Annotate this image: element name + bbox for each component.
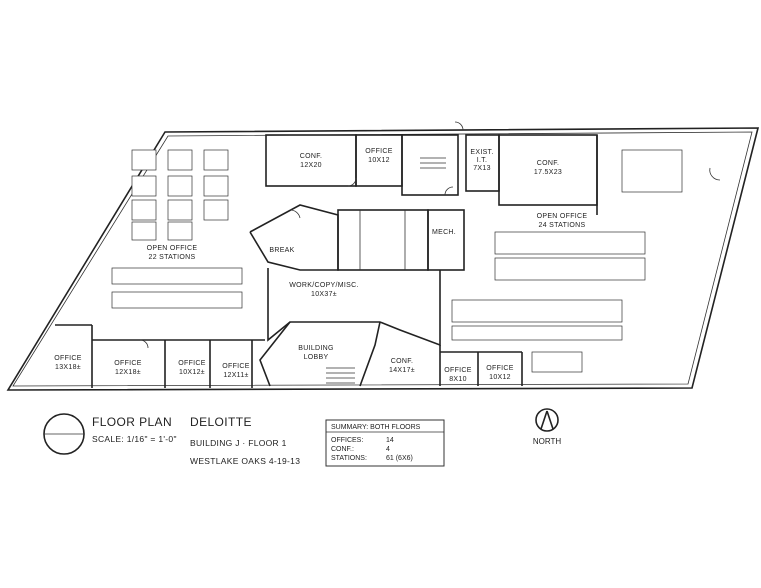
room-exist-it-l1: EXIST.: [470, 149, 493, 156]
room-office-12x11-l1: OFFICE: [222, 363, 249, 370]
svg-text:WORK/COPY/MISC.10X37±: WORK/COPY/MISC.10X37±: [289, 282, 358, 298]
room-mech: MECH.: [432, 229, 456, 236]
svg-text:CONF.12X20: CONF.12X20: [300, 153, 323, 169]
room-office-10x12-bot-l1: OFFICE: [486, 365, 513, 372]
room-office-10x12b-l1: OFFICE: [178, 360, 205, 367]
north-label: NORTH: [533, 437, 562, 446]
summary-offices-label: OFFICES:: [331, 437, 363, 444]
summary-conf-value: 4: [386, 446, 390, 453]
svg-text:BREAK: BREAK: [269, 247, 294, 254]
summary-stations-label: STATIONS:: [331, 455, 367, 462]
room-building-lobby-l1: BUILDING: [298, 345, 333, 352]
svg-text:EXIST.I.T.7X13: EXIST.I.T.7X13: [470, 149, 493, 172]
project-date: WESTLAKE OAKS 4-19-13: [190, 456, 300, 466]
room-office-13x18-l1: OFFICE: [54, 355, 81, 362]
floor-plan-label: FLOOR PLAN: [92, 415, 172, 429]
room-conf-12x20-l1: CONF.: [300, 153, 323, 160]
room-office-12x18-l1: OFFICE: [114, 360, 141, 367]
company-name: DELOITTE: [190, 415, 252, 429]
room-open-office-22-l1: OPEN OFFICE: [147, 245, 198, 252]
room-conf-14x17-l1: CONF.: [391, 358, 414, 365]
room-conf-17x23-l1: CONF.: [537, 160, 560, 167]
summary-conf-label: CONF.:: [331, 446, 354, 453]
north-arrow-icon: [535, 408, 559, 432]
interior-walls: [55, 134, 598, 388]
door-swings: [139, 121, 721, 349]
room-office-top-l1: OFFICE: [365, 148, 392, 155]
summary-heading: SUMMARY: BOTH FLOORS: [331, 424, 421, 431]
scale-label: SCALE: 1/16" = 1'-0": [92, 434, 177, 444]
room-open-office-24-l1: OPEN OFFICE: [537, 213, 588, 220]
room-work-copy-l1: WORK/COPY/MISC.: [289, 282, 358, 289]
room-break: BREAK: [269, 247, 294, 254]
room-office-8x10-l1: OFFICE: [444, 367, 471, 374]
svg-text:CONF.17.5X23: CONF.17.5X23: [534, 160, 562, 176]
building-outline: [6, 127, 760, 391]
svg-text:MECH.: MECH.: [432, 229, 456, 236]
svg-text:CONF.14X17±: CONF.14X17±: [389, 358, 415, 374]
building-floor: BUILDING J · FLOOR 1: [190, 438, 287, 448]
workstation-clusters: [111, 149, 683, 373]
summary-offices-value: 14: [386, 437, 394, 444]
summary-box: [325, 419, 445, 467]
floor-plan-symbol: [43, 413, 85, 455]
summary-stations-value: 61 (6X6): [386, 455, 413, 462]
